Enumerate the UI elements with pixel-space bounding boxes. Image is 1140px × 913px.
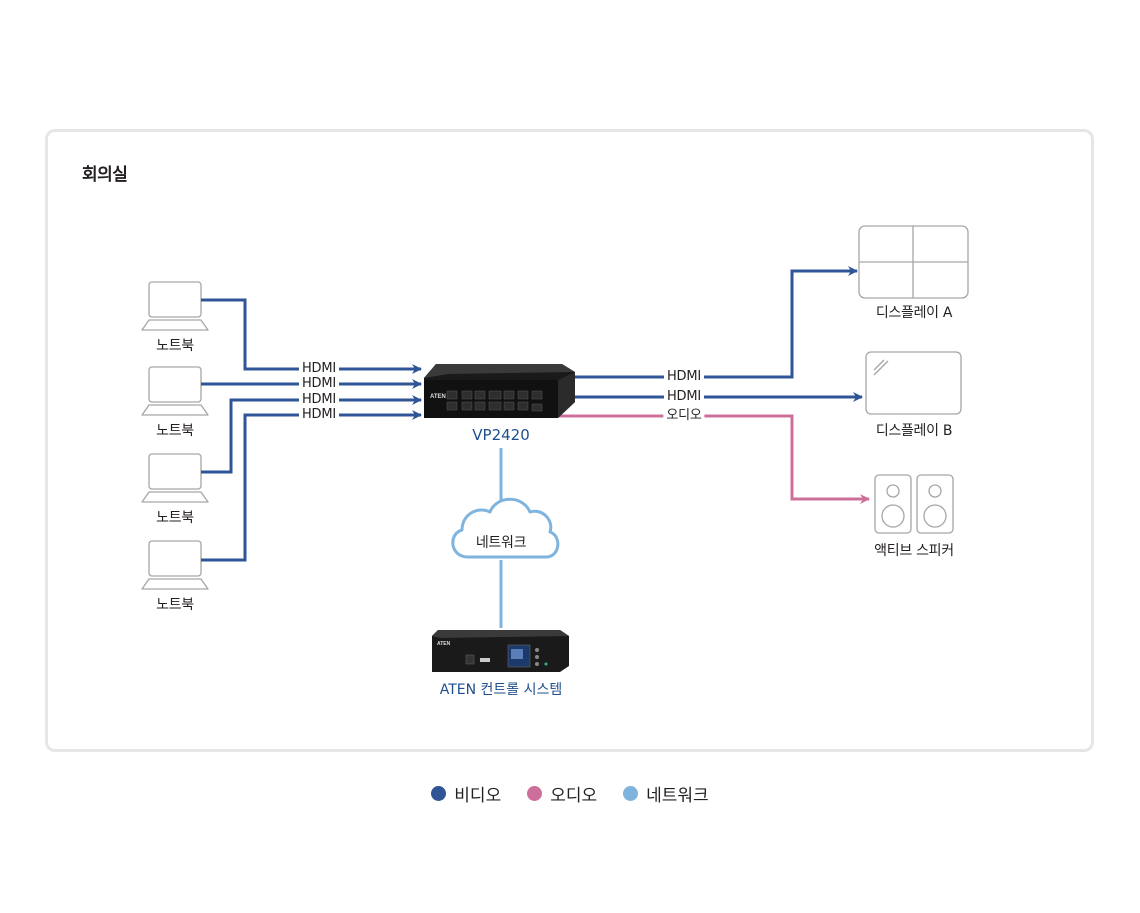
hdmi-output-label: HDMI: [663, 390, 705, 404]
legend-label: 오디오: [550, 786, 598, 806]
laptop-icon: [141, 366, 209, 416]
legend-label: 네트워크: [646, 786, 709, 806]
legend-item-video: 비디오: [431, 781, 501, 806]
hdmi-label: HDMI: [298, 393, 340, 407]
laptop-icon: [141, 540, 209, 590]
hdmi-cable-1: [201, 298, 422, 374]
audio-dot-icon: [527, 786, 543, 801]
laptop-icon: [141, 281, 209, 331]
controller-label: ATEN 컨트롤 시스템: [439, 682, 563, 698]
audio-output-cable: [552, 414, 870, 504]
laptop-label: 노트북: [156, 338, 194, 354]
legend-item-network: 네트워크: [623, 781, 709, 806]
video-wall-icon: [858, 225, 969, 299]
meeting-room-frame: [45, 129, 1094, 752]
hdmi-label: HDMI: [298, 362, 340, 376]
legend: 비디오 오디오 네트워크: [0, 781, 1140, 806]
display-a-label: 디스플레이 A: [875, 305, 953, 321]
cloud-icon: [451, 497, 560, 559]
hdmi-label: HDMI: [298, 408, 340, 422]
vp2420-switch-image: ATEN: [424, 364, 575, 418]
legend-item-audio: 오디오: [527, 781, 597, 806]
room-title: 회의실: [82, 165, 128, 185]
video-dot-icon: [431, 786, 447, 801]
hdmi-cable-4: [201, 410, 422, 562]
network-label: 네트워크: [475, 535, 527, 551]
laptop-label: 노트북: [156, 423, 194, 439]
hdmi-output-label: HDMI: [663, 370, 705, 384]
network-dot-icon: [623, 786, 639, 801]
audio-output-label: 오디오: [663, 409, 705, 423]
svg-text:ATEN: ATEN: [437, 641, 451, 647]
laptop-label: 노트북: [156, 510, 194, 526]
speakers-icon: [874, 474, 954, 534]
display-icon: [865, 351, 962, 415]
hdmi-output-cable-a: [575, 266, 858, 379]
legend-label: 비디오: [454, 786, 502, 806]
laptop-label: 노트북: [156, 597, 194, 613]
switch-label: VP2420: [472, 426, 530, 444]
laptop-icon: [141, 453, 209, 503]
speakers-label: 액티브 스피커: [874, 543, 954, 559]
aten-control-system-image: ATEN: [432, 630, 569, 672]
aten-logo: ATEN: [430, 394, 446, 400]
display-b-label: 디스플레이 B: [875, 423, 953, 439]
hdmi-label: HDMI: [298, 377, 340, 391]
